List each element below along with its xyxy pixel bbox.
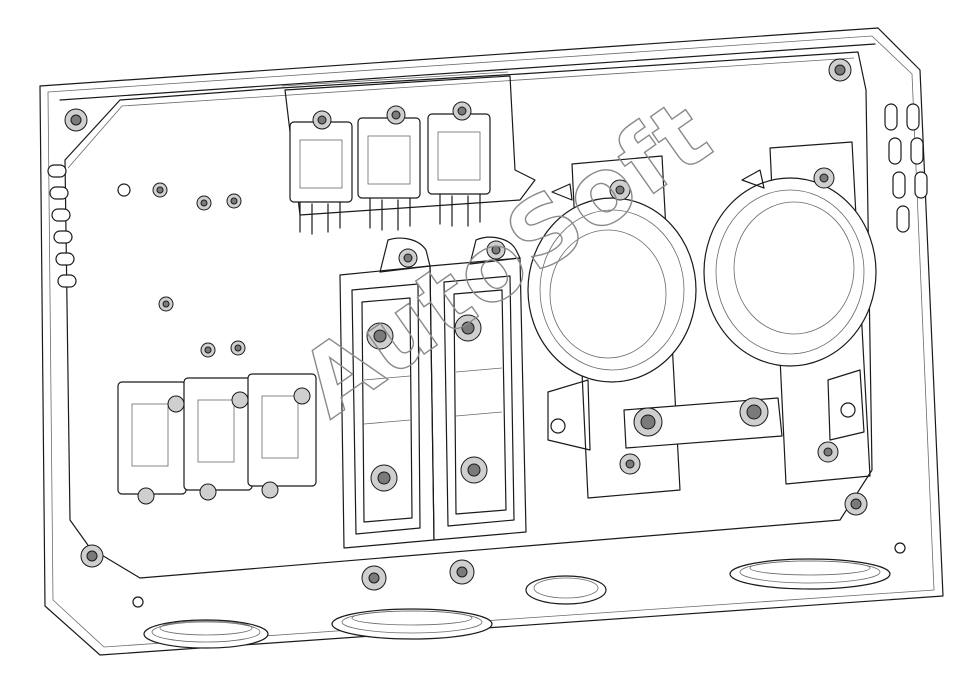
enclosure-outer xyxy=(39,27,944,656)
relay-3 xyxy=(427,101,491,227)
left-relay-bank xyxy=(117,373,317,505)
fuse-holder-right xyxy=(429,236,527,541)
cable-gland-4 xyxy=(729,558,891,590)
corner-screw-top-left xyxy=(64,108,88,132)
bottom-nuts xyxy=(361,559,475,591)
corner-screw-top-right xyxy=(828,58,852,82)
breaker-left xyxy=(527,155,697,499)
breaker-right xyxy=(703,141,877,485)
corner-screw-bottom-left xyxy=(80,544,104,568)
right-vent xyxy=(884,103,928,233)
standoffs xyxy=(117,182,906,608)
cable-gland-2 xyxy=(331,608,493,640)
bus-bar xyxy=(623,397,783,449)
cable-gland-1 xyxy=(143,619,269,649)
relay-1 xyxy=(289,110,353,235)
corner-screw-bottom-right xyxy=(844,492,868,516)
left-vent xyxy=(47,164,77,288)
relay-2 xyxy=(357,105,421,231)
cable-gland-3 xyxy=(525,575,607,605)
